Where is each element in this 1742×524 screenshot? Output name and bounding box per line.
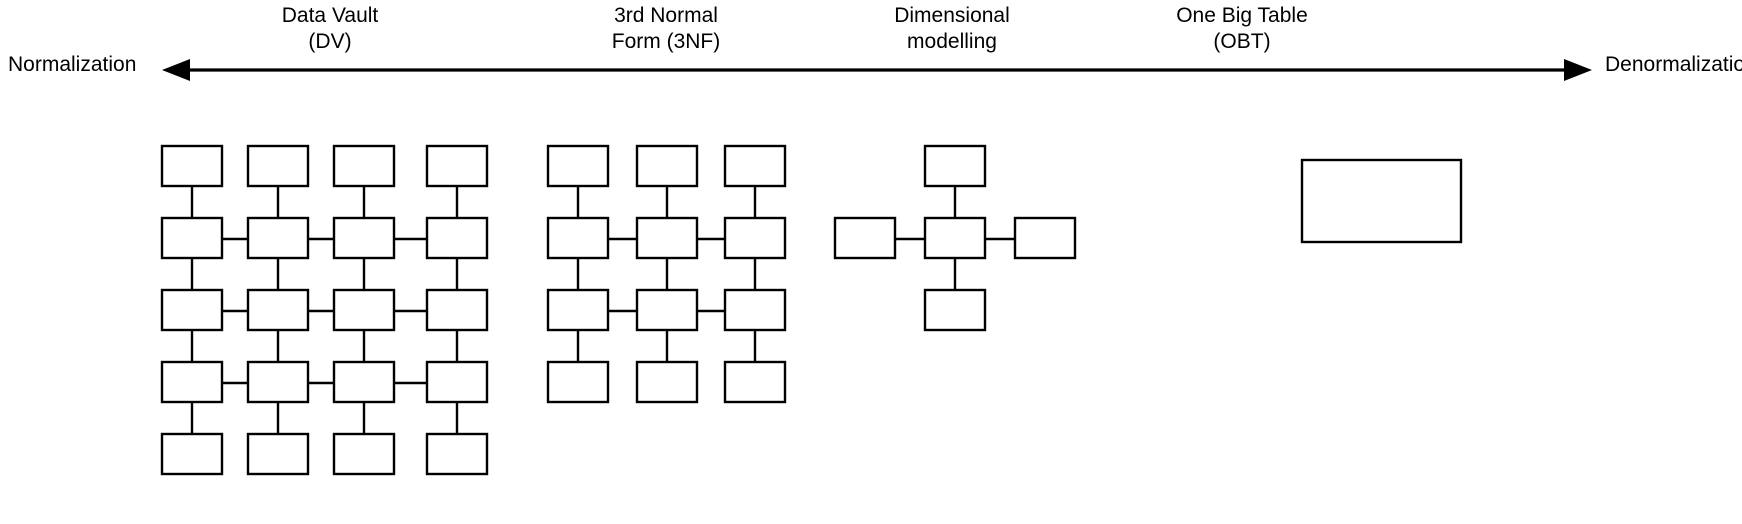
node-box <box>635 216 699 260</box>
node-box <box>635 144 699 188</box>
node-box <box>160 216 224 260</box>
arrow-head-left-icon <box>162 59 190 81</box>
node-box <box>546 360 610 404</box>
node-box-fact-center <box>923 216 987 260</box>
node-box <box>723 216 787 260</box>
node-box <box>635 288 699 332</box>
tnf-horizontal-links <box>608 237 725 313</box>
axis-label-normalization: Normalization <box>8 53 137 76</box>
node-box <box>246 432 310 476</box>
stage-label-3nf-line2: Form (3NF) <box>611 30 721 53</box>
node-box <box>723 288 787 332</box>
node-box <box>425 432 489 476</box>
stage-label-3nf-line1: 3rd Normal <box>614 4 718 27</box>
stage-label-data-vault: Data Vault (DV) <box>230 3 430 55</box>
node-box <box>160 432 224 476</box>
node-box <box>332 432 396 476</box>
node-box-one-big-table <box>1300 158 1463 244</box>
node-box-dimension-left <box>833 216 897 260</box>
node-box <box>425 144 489 188</box>
node-box <box>246 288 310 332</box>
model-data-vault <box>160 144 489 476</box>
node-box <box>546 216 610 260</box>
node-box-dimension-bottom <box>923 288 987 332</box>
stage-label-dimensional-line1: Dimensional <box>894 4 1010 27</box>
node-box <box>723 144 787 188</box>
stage-label-one-big-table: One Big Table (OBT) <box>1142 3 1342 55</box>
node-box <box>546 288 610 332</box>
node-box <box>246 216 310 260</box>
node-box <box>160 144 224 188</box>
node-box-dimension-top <box>923 144 987 188</box>
node-box <box>635 360 699 404</box>
stage-label-dimensional-line2: modelling <box>907 30 997 53</box>
node-box <box>425 216 489 260</box>
stage-label-obt-line1: One Big Table <box>1176 4 1308 27</box>
node-box <box>160 288 224 332</box>
axis-label-denormalization: Denormalization <box>1605 53 1742 76</box>
dv-vertical-links <box>190 186 459 434</box>
model-third-normal-form <box>546 144 787 404</box>
node-box <box>332 288 396 332</box>
node-box <box>546 144 610 188</box>
node-box <box>246 144 310 188</box>
node-box <box>425 288 489 332</box>
node-box <box>332 144 396 188</box>
tnf-vertical-links <box>576 186 757 362</box>
node-box <box>246 360 310 404</box>
stage-label-data-vault-line1: Data Vault <box>281 4 379 27</box>
node-box <box>332 360 396 404</box>
node-box <box>160 360 224 404</box>
stage-label-dimensional-modelling: Dimensional modelling <box>852 3 1052 55</box>
stage-label-third-normal-form: 3rd Normal Form (3NF) <box>566 3 766 55</box>
stage-label-data-vault-line2: (DV) <box>308 30 352 53</box>
arrow-head-right-icon <box>1564 59 1592 81</box>
node-box <box>723 360 787 404</box>
node-box <box>332 216 396 260</box>
model-one-big-table <box>1300 158 1463 244</box>
spectrum-axis <box>162 59 1592 81</box>
node-box <box>425 360 489 404</box>
model-dimensional-modelling <box>833 144 1077 332</box>
dv-horizontal-links <box>222 237 427 385</box>
stage-label-obt-line2: (OBT) <box>1213 30 1271 53</box>
node-box-dimension-right <box>1013 216 1077 260</box>
